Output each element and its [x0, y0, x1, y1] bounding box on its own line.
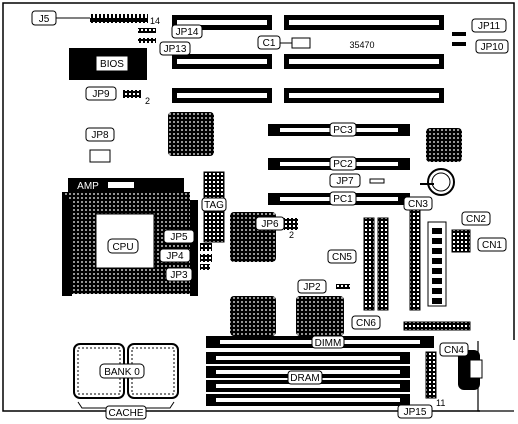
cn6-label: CN6 — [356, 318, 376, 329]
cn4-label: CN4 — [444, 345, 464, 356]
cache-label: CACHE — [108, 408, 143, 419]
jp10-label: JP10 — [481, 42, 504, 53]
jp6-pin-number: 2 — [289, 230, 294, 240]
cn2-label: CN2 — [466, 214, 486, 225]
cn3-label: CN3 — [408, 199, 428, 210]
jp5-label: JP5 — [170, 232, 188, 243]
j5-pin-number: 14 — [150, 16, 160, 26]
dram-label: DRAM — [290, 373, 319, 384]
pc2-label: PC2 — [333, 159, 353, 170]
jp15-pin-number: 11 — [436, 398, 445, 408]
j5-connector — [90, 14, 148, 23]
cn6-connector — [377, 217, 389, 311]
cn1-label: CN1 — [482, 240, 502, 251]
bios-label: BIOS — [100, 59, 124, 70]
amp-label: AMP — [77, 181, 99, 192]
jp13-label: JP13 — [164, 44, 187, 55]
cn5-connector — [363, 217, 375, 311]
c1-label: C1 — [263, 38, 276, 49]
cn5-label: CN5 — [332, 252, 352, 263]
jp4-label: JP4 — [166, 251, 184, 262]
cache-chips — [73, 343, 179, 399]
chipset-chip-4 — [230, 296, 276, 336]
jp2-label: JP2 — [303, 282, 321, 293]
dimm-label: DIMM — [315, 338, 342, 349]
pc3-label: PC3 — [333, 125, 353, 136]
bank0-label: BANK 0 — [104, 367, 140, 378]
cn3-connector — [409, 209, 421, 311]
chipset-chip-5 — [296, 296, 344, 336]
jp15-label: JP15 — [404, 407, 427, 418]
jp9-label: JP9 — [92, 89, 110, 100]
cn4-connector — [403, 321, 471, 331]
jp3-label: JP3 — [170, 270, 188, 281]
jp8-label: JP8 — [91, 130, 109, 141]
tag-label: TAG — [204, 200, 224, 211]
pc1-label: PC1 — [333, 194, 353, 205]
board-number: 35470 — [349, 40, 374, 50]
jp11-label: JP11 — [478, 21, 500, 32]
j5-label: J5 — [39, 14, 50, 25]
jp14-label: JP14 — [176, 27, 199, 38]
chipset-chip-2 — [426, 128, 462, 162]
jp7-label: JP7 — [336, 176, 354, 187]
cpu-label: CPU — [112, 242, 133, 253]
chipset-chip-1 — [168, 112, 214, 156]
jp9-pin-number: 2 — [145, 96, 150, 106]
jp6-label: JP6 — [261, 219, 279, 230]
cn1-connector — [451, 229, 471, 253]
